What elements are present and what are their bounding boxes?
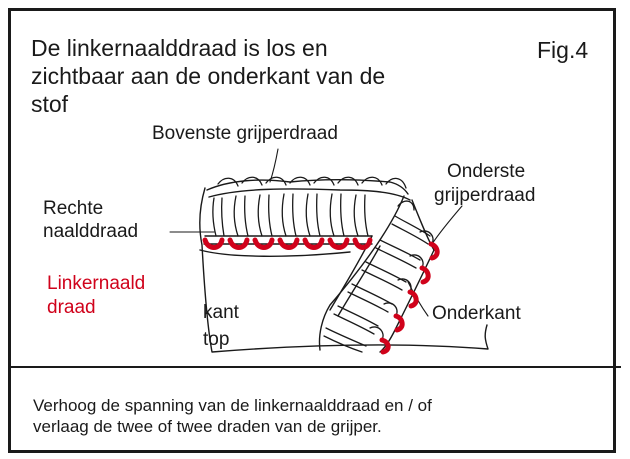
lower-looper-loops — [323, 200, 434, 353]
fabric-edge — [199, 249, 351, 257]
top-looper-loops — [212, 176, 407, 237]
top-seam — [203, 179, 411, 245]
note-line-2: verlaag de twee of twee draden van de gr… — [33, 417, 382, 436]
label-lower-looper-thread-line-2: grijperdraad — [434, 185, 536, 206]
note-line-1: Verhoog de spanning van de linkernaalddr… — [33, 396, 432, 415]
label-lower-looper-thread-line-1: Onderste — [447, 161, 526, 182]
left-needle-loops — [202, 237, 440, 355]
label-edge-line-2: top — [203, 329, 230, 350]
label-left-needle-thread-line-2: draad — [47, 297, 96, 318]
figure-label: Fig.4 — [537, 37, 589, 63]
title-line-2: zichtbaar aan de onderkant van de — [31, 63, 386, 89]
figure-frame — [8, 8, 616, 453]
label-underside: Onderkant — [432, 303, 521, 324]
title-line-3: stof — [31, 91, 69, 117]
label-edge-line-1: kant — [203, 302, 239, 323]
diagonal-seam — [318, 195, 435, 353]
label-left-needle-thread-line-1: Linkernaald — [47, 273, 146, 294]
leader-lines — [169, 148, 463, 317]
fabric-outline — [199, 187, 489, 353]
label-right-needle-thread-line-1: Rechte — [43, 198, 104, 219]
title-line-1: De linkernaalddraad is los en — [31, 35, 328, 61]
label-right-needle-thread-line-2: naalddraad — [43, 221, 139, 242]
label-top-looper-thread: Bovenste grijperdraad — [152, 123, 338, 144]
section-divider — [9, 366, 621, 368]
